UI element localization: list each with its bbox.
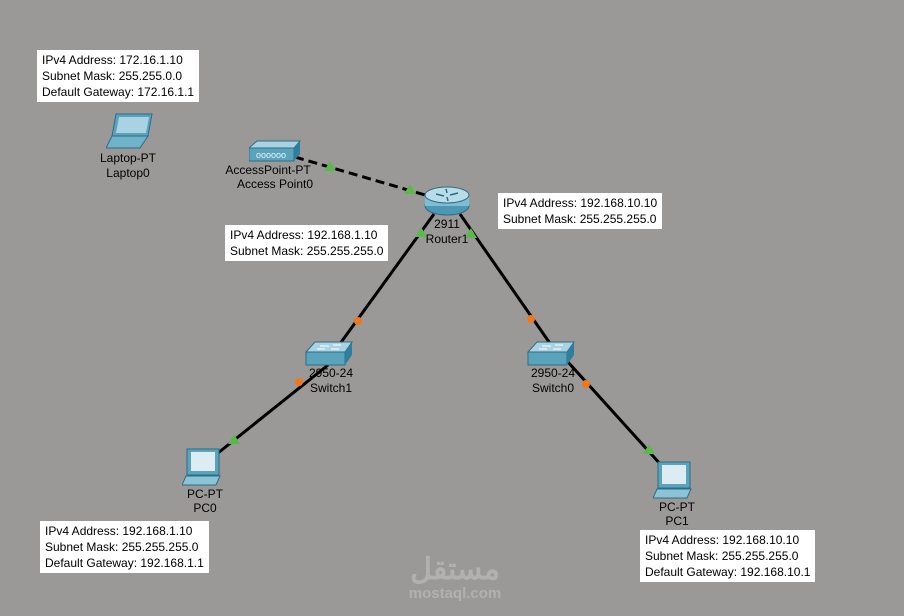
link-status-pending xyxy=(582,380,590,388)
ap-name: Access Point0 xyxy=(236,177,314,191)
note-gateway: Default Gateway: 192.168.10.1 xyxy=(645,565,811,579)
switch0-model: 2950-24 xyxy=(530,366,576,380)
link-status-pending xyxy=(527,315,535,323)
link-status-up xyxy=(465,228,477,238)
access-point-icon[interactable]: oooooo xyxy=(249,140,301,162)
switch1-model: 2950-24 xyxy=(308,366,354,380)
laptop0-note[interactable]: IPv4 Address: 172.16.1.10 Subnet Mask: 2… xyxy=(37,50,200,102)
note-mask: Subnet Mask: 255.255.0.0 xyxy=(42,69,183,83)
pc0-name: PC0 xyxy=(193,501,217,515)
svg-text:oooooo: oooooo xyxy=(256,150,286,160)
router-model: 2911 xyxy=(434,217,460,231)
router-name: Router1 xyxy=(425,232,469,246)
pc1-note[interactable]: IPv4 Address: 192.168.10.10 Subnet Mask:… xyxy=(640,530,816,582)
router-g00-note[interactable]: IPv4 Address: 192.168.1.10 Subnet Mask: … xyxy=(225,225,389,261)
router-icon[interactable] xyxy=(424,186,472,216)
laptop-icon[interactable] xyxy=(106,112,156,150)
note-mask: Subnet Mask: 255.255.255.0 xyxy=(503,212,657,226)
link-status-up xyxy=(228,434,240,444)
note-ipv4: IPv4 Address: 192.168.1.10 xyxy=(45,524,193,538)
link-status-pending xyxy=(354,317,362,325)
pc1-name: PC1 xyxy=(665,514,689,528)
pc1-model: PC-PT xyxy=(659,500,695,514)
note-mask: Subnet Mask: 255.255.255.0 xyxy=(45,540,199,554)
pc0-model: PC-PT xyxy=(187,487,223,501)
watermark: مستقل mostaql.com xyxy=(408,553,502,603)
switch-icon[interactable] xyxy=(305,341,353,367)
note-ipv4: IPv4 Address: 172.16.1.10 xyxy=(42,53,183,67)
laptop0-model: Laptop-PT xyxy=(99,151,157,165)
link-status-up xyxy=(324,161,336,171)
note-mask: Subnet Mask: 255.255.255.0 xyxy=(230,244,384,258)
switch0-name: Switch0 xyxy=(531,381,575,395)
link-status-up xyxy=(415,227,427,237)
pc-icon[interactable] xyxy=(653,461,697,499)
link-status-pending xyxy=(295,378,303,386)
note-mask: Subnet Mask: 255.255.255.0 xyxy=(645,549,799,563)
note-ipv4: IPv4 Address: 192.168.10.10 xyxy=(645,533,800,547)
pc-icon[interactable] xyxy=(182,448,226,486)
note-gateway: Default Gateway: 192.168.1.1 xyxy=(45,556,204,570)
note-gateway: Default Gateway: 172.16.1.1 xyxy=(42,85,195,99)
pc0-note[interactable]: IPv4 Address: 192.168.1.10 Subnet Mask: … xyxy=(40,521,209,573)
watermark-arabic: مستقل xyxy=(410,553,500,586)
note-ipv4: IPv4 Address: 192.168.10.10 xyxy=(503,196,658,210)
watermark-latin: mostaql.com xyxy=(408,585,502,602)
link-status-up xyxy=(404,184,416,194)
router-g01-note[interactable]: IPv4 Address: 192.168.10.10 Subnet Mask:… xyxy=(498,193,663,229)
note-ipv4: IPv4 Address: 192.168.1.10 xyxy=(230,228,378,242)
ap-model: AccessPoint-PT xyxy=(225,163,311,177)
laptop0-name: Laptop0 xyxy=(106,166,150,180)
switch-icon[interactable] xyxy=(527,341,575,367)
link-status-up xyxy=(643,444,655,454)
switch1-name: Switch1 xyxy=(309,381,353,395)
